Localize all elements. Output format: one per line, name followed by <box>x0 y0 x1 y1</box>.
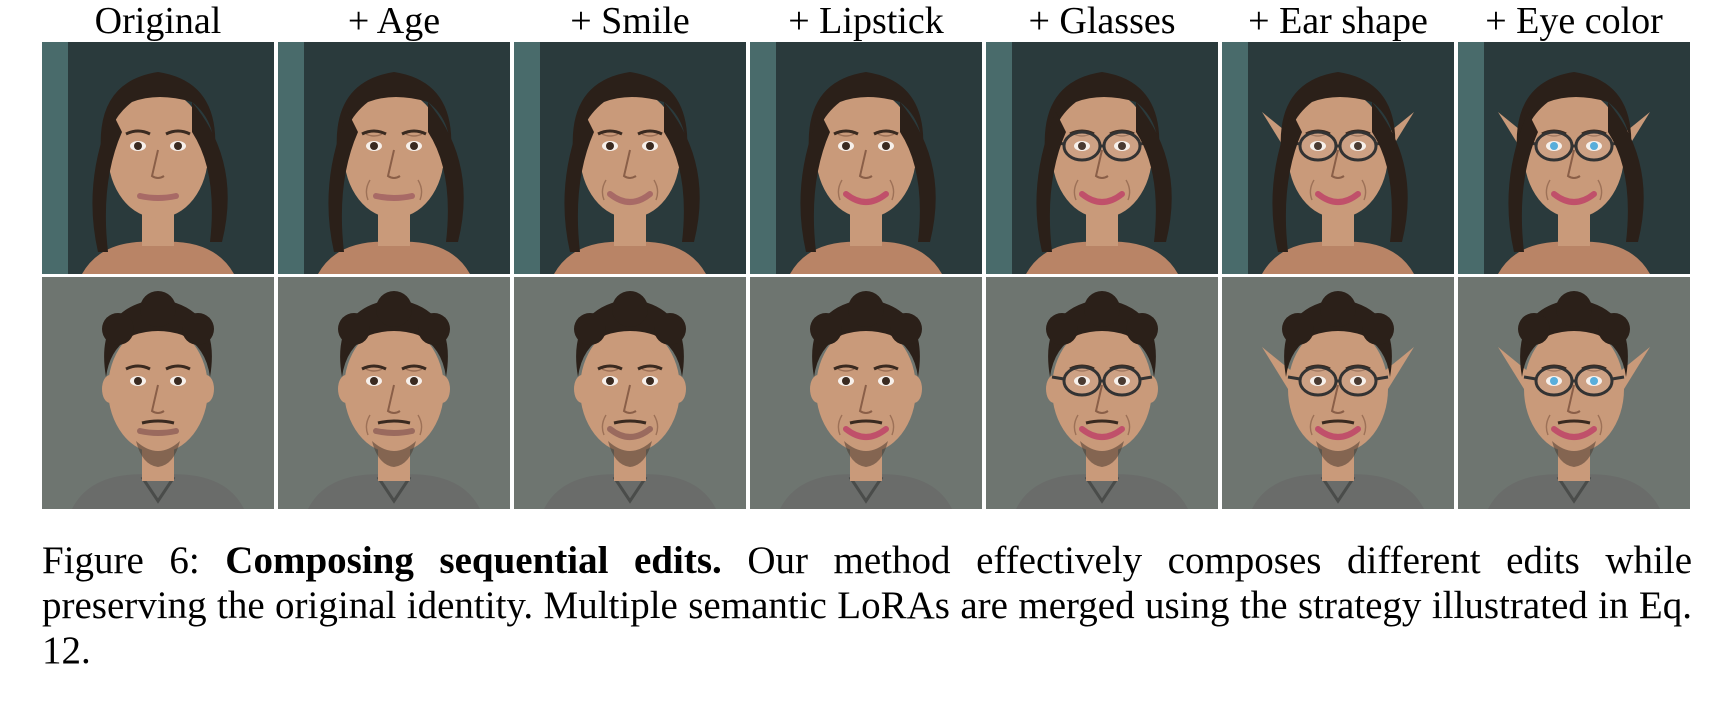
man-portrait-ear-shape <box>1222 277 1454 509</box>
column-label-age: + Age <box>347 0 441 42</box>
figure-caption: Figure 6: Composing sequential edits. Ou… <box>42 538 1692 673</box>
woman-portrait-lipstick <box>750 42 982 274</box>
woman-portrait-eye-color <box>1458 42 1690 274</box>
column-label-smile: + Smile <box>570 0 690 42</box>
column-label-original: Original <box>94 0 222 42</box>
woman-portrait-original <box>42 42 274 274</box>
man-portrait-smile <box>514 277 746 509</box>
man-portrait-eye-color <box>1458 277 1690 509</box>
column-labels: Original + Age + Smile + Lipstick + Glas… <box>42 0 1692 42</box>
woman-portrait-smile <box>514 42 746 274</box>
caption-body: Our method effectively composes differen… <box>42 539 1692 672</box>
woman-portrait-age <box>278 42 510 274</box>
caption-title: Composing sequential edits. <box>225 539 722 582</box>
man-portrait-age <box>278 277 510 509</box>
column-label-eye-color: + Eye color <box>1485 0 1663 42</box>
column-label-ear-shape: + Ear shape <box>1248 0 1428 42</box>
man-portrait-glasses <box>986 277 1218 509</box>
figure: Original + Age + Smile + Lipstick + Glas… <box>42 0 1692 509</box>
image-grid <box>42 42 1692 509</box>
caption-label: Figure 6: <box>42 539 200 582</box>
man-portrait-original <box>42 277 274 509</box>
man-portrait-lipstick <box>750 277 982 509</box>
woman-portrait-ear-shape <box>1222 42 1454 274</box>
column-label-lipstick: + Lipstick <box>788 0 944 42</box>
column-label-glasses: + Glasses <box>1028 0 1176 42</box>
woman-portrait-glasses <box>986 42 1218 274</box>
